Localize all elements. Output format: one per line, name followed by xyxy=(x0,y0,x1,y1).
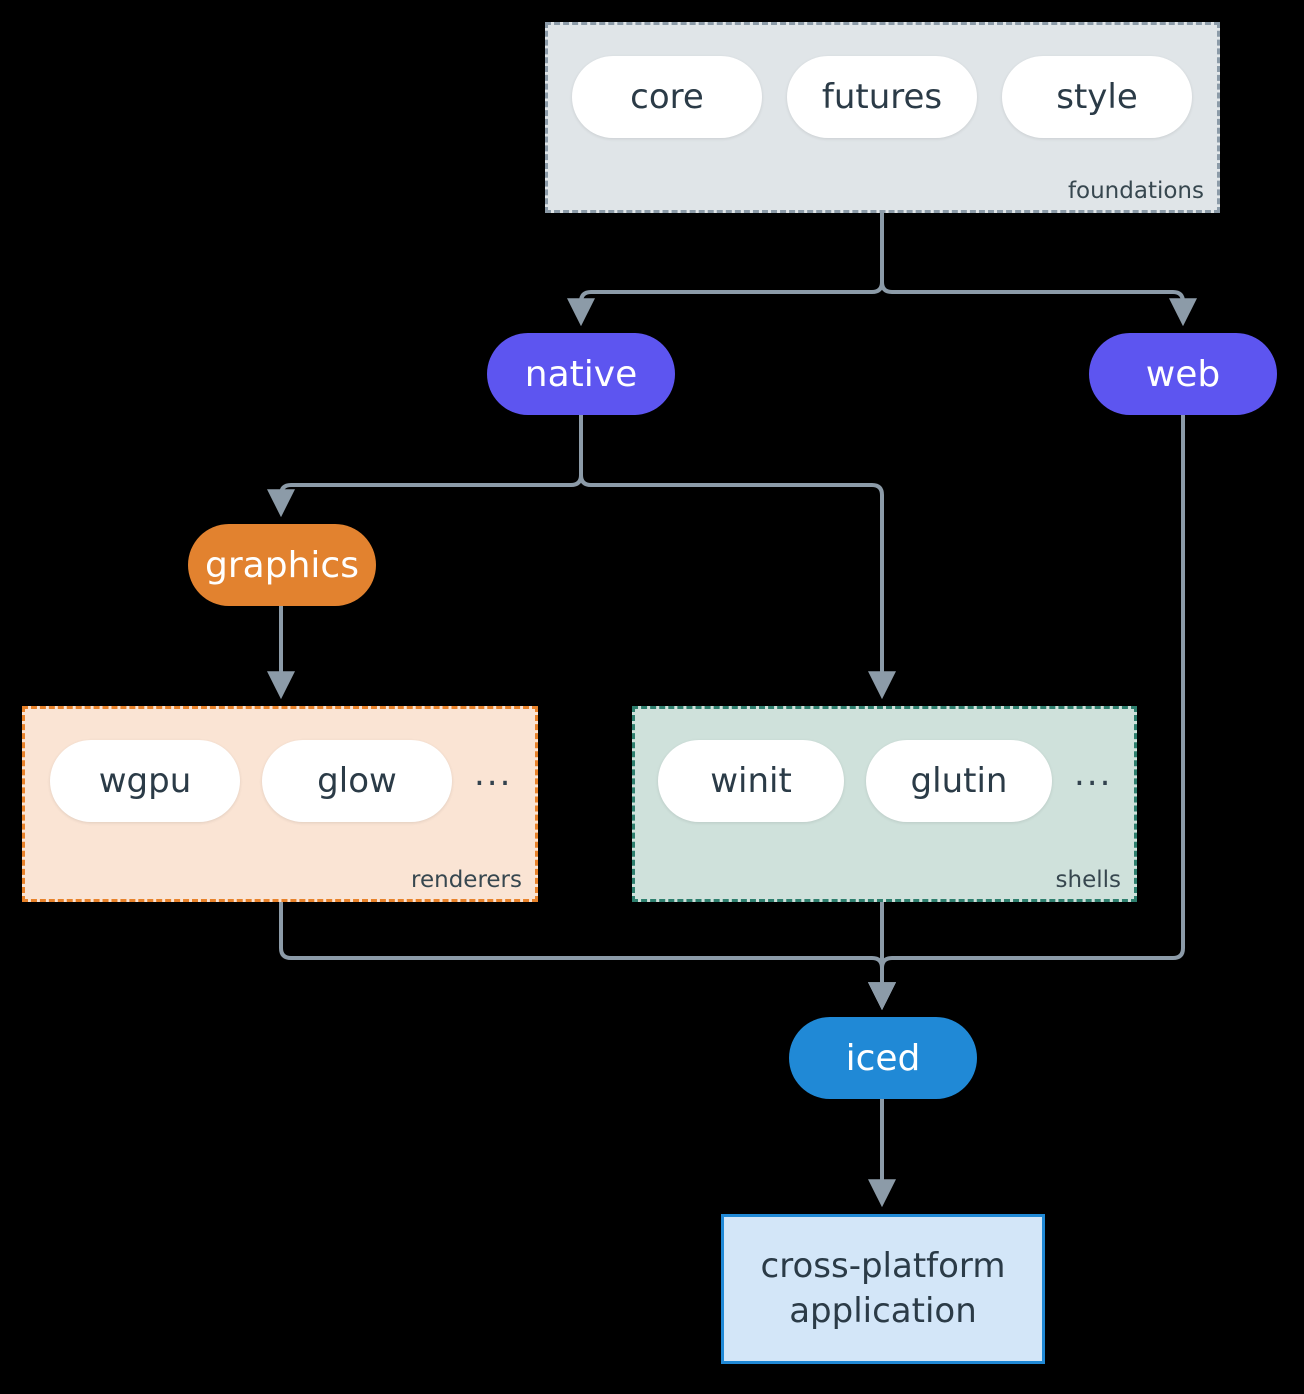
renderers-pill-row: wgpu glow ... xyxy=(50,740,520,822)
shells-label-text: shells xyxy=(1055,867,1121,893)
edge-renderers-iced xyxy=(279,902,896,1011)
pill-wgpu[interactable]: wgpu xyxy=(50,740,240,822)
pill-futures[interactable]: futures xyxy=(787,56,977,138)
cluster-label-shells: shells xyxy=(632,706,1137,902)
foundations-label-text: foundations xyxy=(1067,178,1204,204)
node-cross-platform-application[interactable]: cross-platform application xyxy=(721,1214,1045,1364)
pill-style[interactable]: style xyxy=(1002,56,1192,138)
pill-winit[interactable]: winit xyxy=(658,740,844,822)
pill-core[interactable]: core xyxy=(572,56,762,138)
foundations-pill-row: core futures style xyxy=(572,56,1195,138)
node-iced[interactable]: iced xyxy=(789,1017,977,1099)
shells-ellipsis: ... xyxy=(1074,754,1113,794)
shells-pill-row: winit glutin ... xyxy=(658,740,1118,822)
node-web[interactable]: web xyxy=(1089,333,1277,415)
cluster-label-renderers: renderers xyxy=(22,706,538,902)
renderers-label-text: renderers xyxy=(411,867,522,893)
renderers-ellipsis: ... xyxy=(474,754,513,794)
pill-glow[interactable]: glow xyxy=(262,740,452,822)
edge-native-graphics xyxy=(267,415,583,518)
edge-native-shells xyxy=(579,415,896,700)
edge-foundations-native xyxy=(567,213,884,327)
application-line-1: cross-platform xyxy=(760,1246,1006,1287)
application-line-2: application xyxy=(789,1291,977,1331)
pill-glutin[interactable]: glutin xyxy=(866,740,1052,822)
node-native[interactable]: native xyxy=(487,333,675,415)
node-graphics[interactable]: graphics xyxy=(188,524,376,606)
edge-foundations-web xyxy=(880,213,1197,327)
cluster-label-foundations: foundations xyxy=(545,22,1220,213)
